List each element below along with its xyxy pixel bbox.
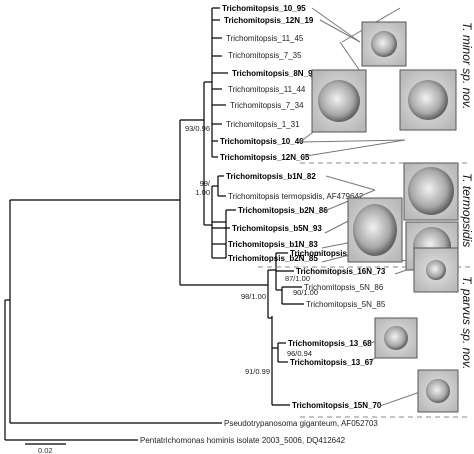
support-value: 90/1.00 [293, 288, 318, 297]
tip-label: Trichomitopsis_10_40 [220, 137, 304, 146]
tip-label: Trichomitopsis_b2N_86 [238, 206, 328, 215]
cell-micrograph-image [361, 21, 407, 67]
support-values: 93/0.96 99/ 1.00 87/1.00 90/1.00 98/1.00… [185, 124, 318, 376]
tree-branches [4, 7, 304, 441]
tip-label: Trichomitopsis_b2N_85 [228, 254, 318, 263]
cell-micrograph-image [403, 162, 459, 221]
support-value: 87/1.00 [285, 274, 310, 283]
tip-label: Trichomitopsis_15N_70 [292, 401, 382, 410]
tip-label: Trichomitopsis_13_68 [288, 339, 372, 348]
cell-micrograph-image [347, 197, 403, 263]
clade-label-termopsidis: T. termopsidis [460, 173, 474, 247]
cell-micrograph-image [374, 317, 418, 359]
tip-label: Trichomitopsis_b1N_82 [226, 172, 316, 181]
support-value: 91/0.99 [245, 367, 270, 376]
tip-label: Trichomitopsis_13_67 [290, 358, 374, 367]
tip-label: Trichomitopsis_5N_85 [306, 300, 386, 309]
scale-bar: 0.02 [25, 443, 66, 454]
tip-label: Trichomitopsis_5N_86 [304, 283, 384, 292]
tip-label: Pentatrichomonas hominis isolate 2003_50… [140, 436, 346, 445]
tip-label: Trichomitopsis_b5N_93 [232, 224, 322, 233]
tip-label: Trichomitopsis_10_95 [222, 4, 306, 13]
tip-label: Trichomitopsis_1_31 [226, 120, 300, 129]
tip-label: Trichomitopsis_7_35 [228, 51, 302, 60]
clade-label-minor: T. minor sp. nov. [460, 22, 474, 109]
support-value: 99/ [200, 179, 211, 188]
support-value: 1.00 [195, 188, 210, 197]
tip-labels: Trichomitopsis_10_95 Trichomitopsis_12N_… [140, 4, 386, 445]
support-value: 93/0.96 [185, 124, 210, 133]
tip-label: Trichomitopsis_11_45 [226, 34, 304, 43]
tip-label: Trichomitopsis_7_34 [230, 101, 304, 110]
cell-micrograph-image [399, 69, 457, 131]
tip-label: Trichomitopsis_16N_73 [296, 267, 386, 276]
support-value: 96/0.94 [287, 349, 312, 358]
tip-label: Trichomitopsis_12N_65 [220, 153, 310, 162]
tip-label: Trichomitopsis_11_44 [228, 85, 306, 94]
micrograph-insets [311, 21, 459, 413]
clade-separators [258, 162, 470, 418]
tip-label: Trichomitopsis_8N_91 [232, 69, 317, 78]
tip-label: Trichomitopsis_b1N_83 [228, 240, 318, 249]
cell-micrograph-image [311, 69, 367, 133]
support-value: 98/1.00 [241, 292, 266, 301]
tip-label: Trichomitopsis_12N_19 [224, 16, 314, 25]
scale-bar-label: 0.02 [38, 446, 53, 454]
cell-micrograph-image [417, 369, 459, 413]
tip-label: Trichomitopsis termopsidis, AF479642 [228, 192, 364, 201]
tip-label: Pseudotrypanosoma giganteum, AF052703 [224, 419, 378, 428]
tip-label: Trichomitopsis_16N_74 [290, 249, 380, 258]
clade-label-parvus: T. parvus sp. nov. [460, 276, 474, 369]
clade-labels: T. minor sp. nov. T. termopsidis T. parv… [460, 22, 474, 369]
cell-micrograph-image [413, 247, 459, 293]
